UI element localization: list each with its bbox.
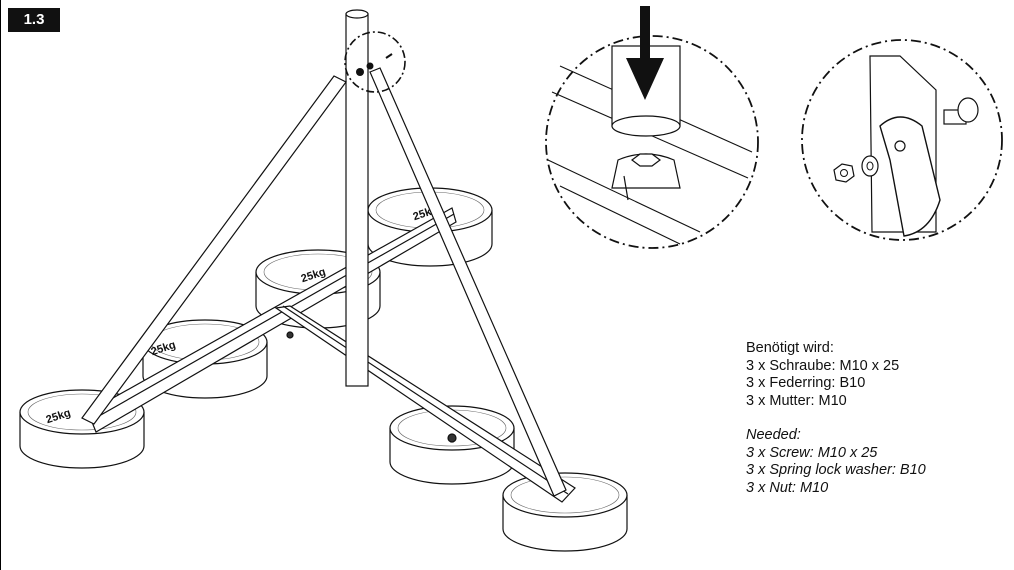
parts-list-en: Needed: 3 x Screw: M10 x 25 3 x Spring l… xyxy=(746,427,1006,497)
parts-list-title-en: Needed: xyxy=(746,427,801,443)
parts-list-item-de: 3 x Federring: B10 xyxy=(746,375,866,391)
bolt-assembly-detail xyxy=(801,39,1003,241)
parts-list-title-de: Benötigt wird: xyxy=(746,340,834,356)
parts-list-item-de: 3 x Schraube: M10 x 25 xyxy=(746,357,900,374)
parts-list-item-en: 3 x Spring lock washer: B10 xyxy=(746,462,926,478)
support-strut xyxy=(369,67,567,497)
step-number-badge: 1.3 xyxy=(8,8,60,32)
arrow-down-icon xyxy=(626,6,664,100)
parts-list-item-en: 3 x Nut: M10 xyxy=(746,479,829,496)
parts-list-item-de: 3 x Mutter: M10 xyxy=(746,392,847,409)
bracket-detail-marker xyxy=(344,31,406,93)
page-border xyxy=(0,0,1,570)
parts-list: Benötigt wird: 3 x Schraube: M10 x 25 3 … xyxy=(746,340,1006,497)
support-strut xyxy=(81,75,347,425)
bolt-icon xyxy=(943,97,979,125)
parts-list-item-en: 3 x Screw: M10 x 25 xyxy=(746,444,878,461)
base-beam xyxy=(87,207,457,433)
mast-pole xyxy=(345,9,369,387)
